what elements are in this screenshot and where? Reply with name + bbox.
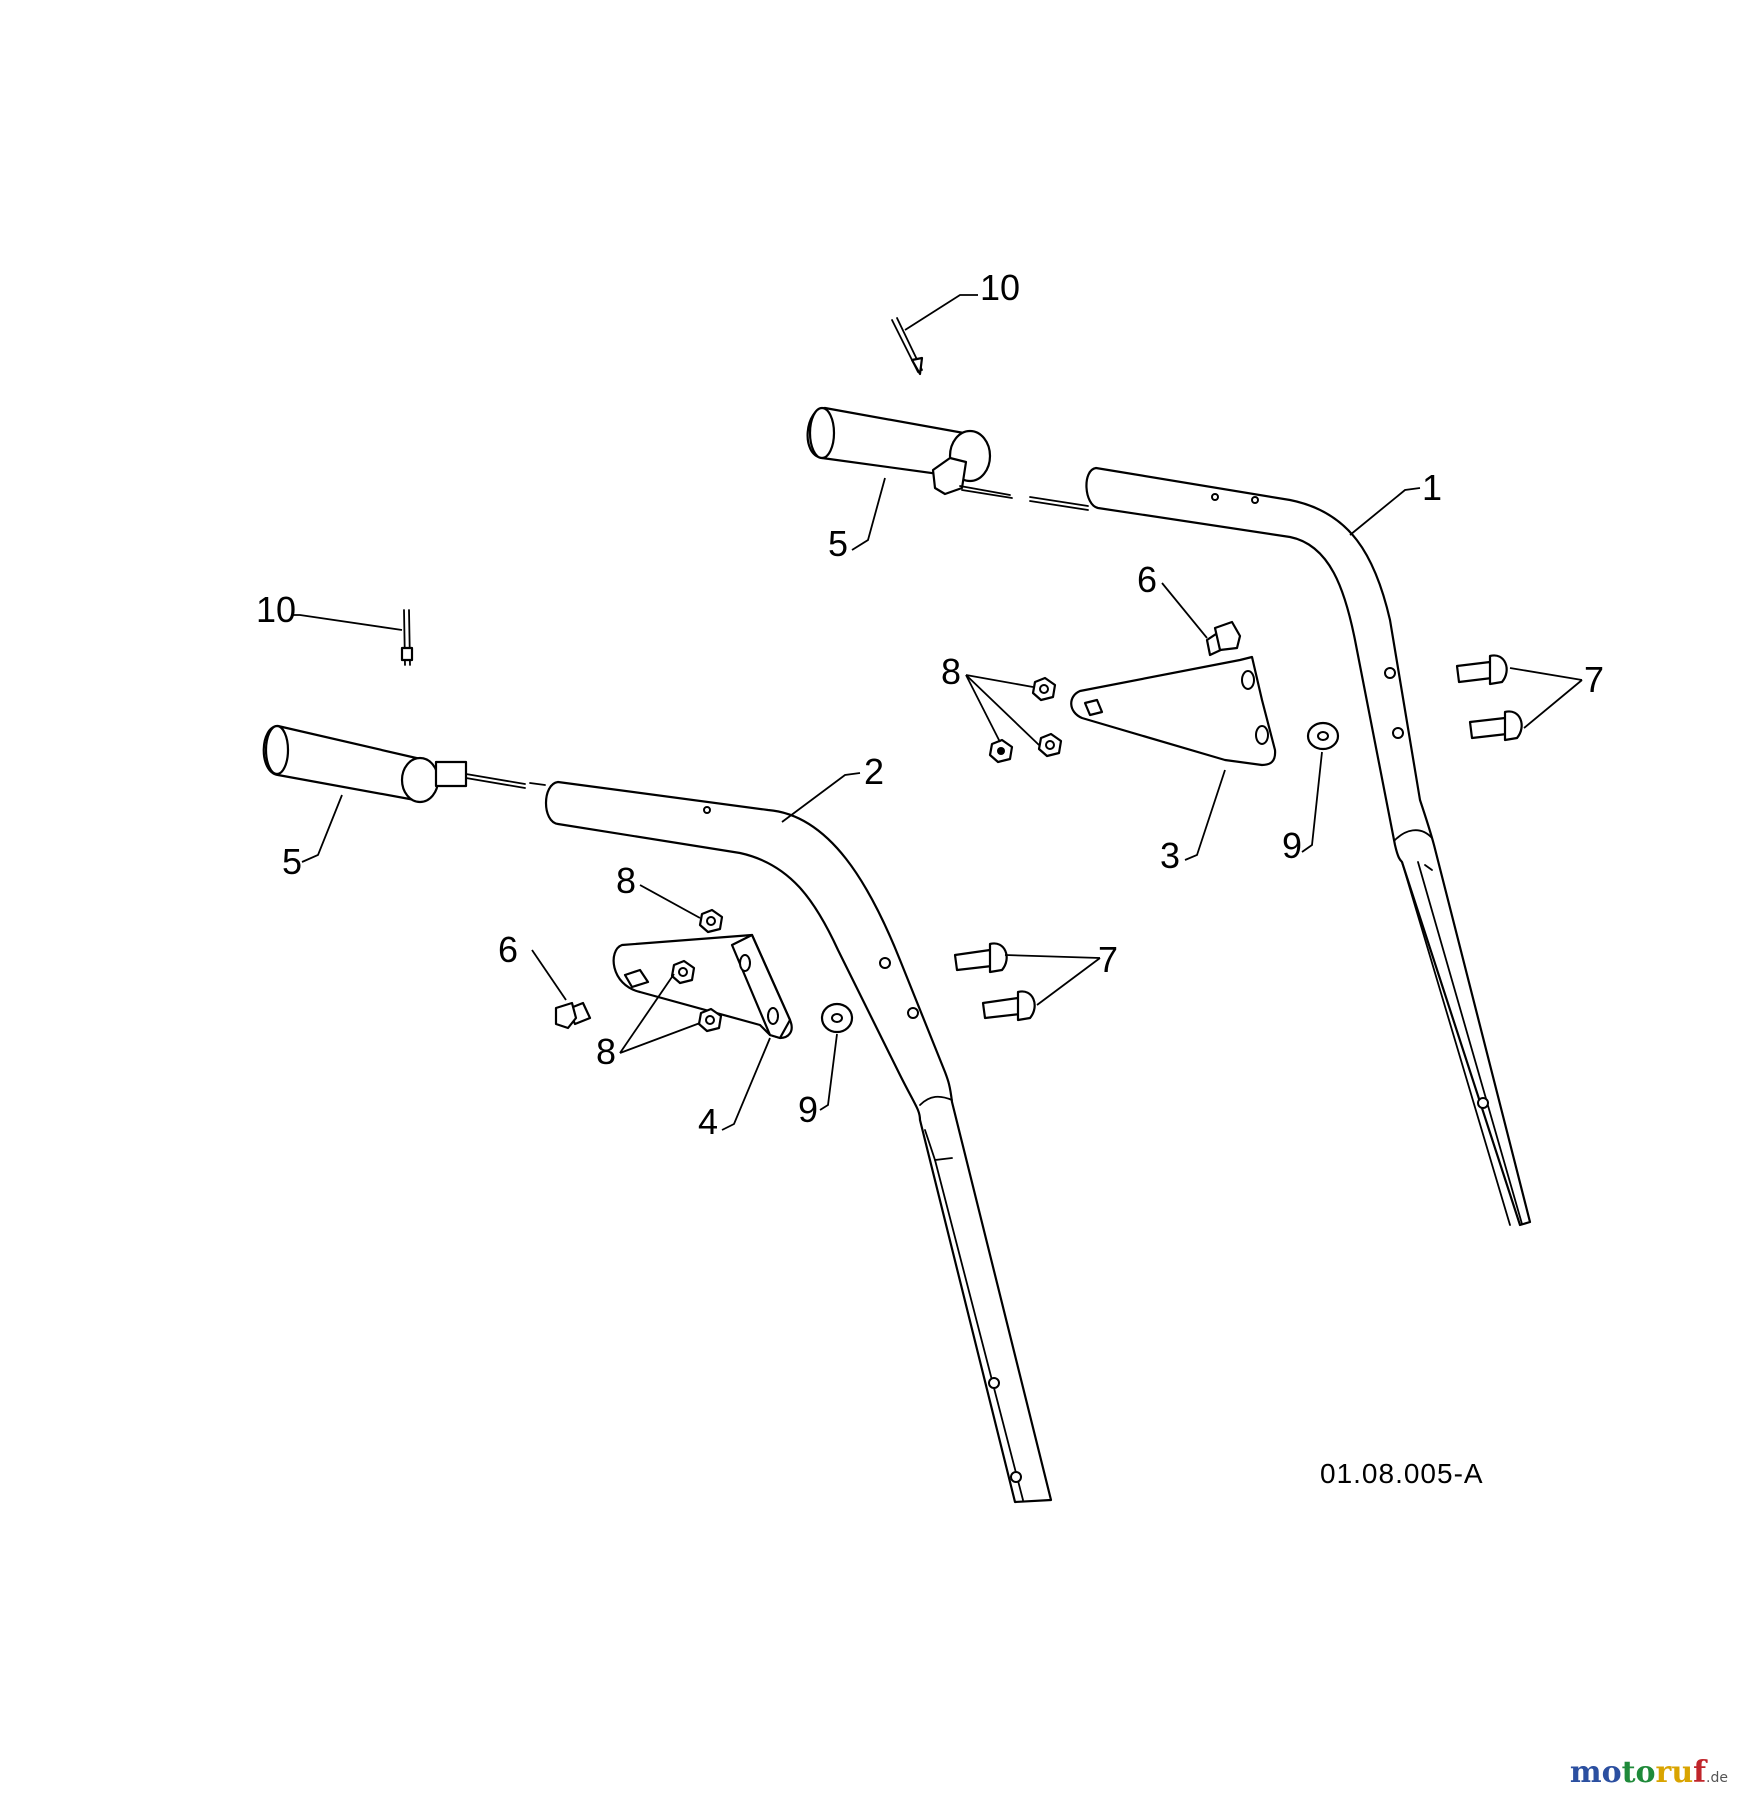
bracket-right-part-3: [1070, 655, 1277, 767]
callout-8-lower-bottom: 8: [596, 1031, 616, 1072]
callout-10-lower: 10: [256, 589, 296, 630]
callout-2: 2: [864, 751, 884, 792]
callout-7-lower: 7: [1098, 939, 1118, 980]
bolt-lower-part-6: [554, 1001, 592, 1030]
grip-lower-part-5: [262, 724, 546, 804]
callout-1: 1: [1422, 467, 1442, 508]
pin-upper-part-10: [891, 317, 924, 376]
grip-upper-part-5: [806, 406, 1089, 511]
callout-5-lower: 5: [282, 841, 302, 882]
callout-8-lower-top: 8: [616, 860, 636, 901]
callout-6-lower: 6: [498, 929, 518, 970]
callout-9-upper: 9: [1282, 825, 1302, 866]
washer-upper-part-9: [1306, 721, 1340, 751]
logo-part4: f: [1693, 1755, 1707, 1790]
bolt-pair-upper-part-7: [1455, 654, 1523, 742]
callout-labels: 10 5 1 10 5 2 6 8 7 3 9 8 6 7 8 4 9: [256, 267, 1604, 1142]
callout-3: 3: [1160, 835, 1180, 876]
callout-6-upper: 6: [1137, 559, 1157, 600]
callout-10-upper: 10: [980, 267, 1020, 308]
nuts-upper-part-8: [988, 676, 1063, 764]
callout-4: 4: [698, 1101, 718, 1142]
bolt-pair-lower-part-7: [953, 942, 1036, 1022]
bracket-left-part-4: [612, 933, 793, 1040]
logo-part1: mo: [1569, 1755, 1622, 1790]
callout-9-lower: 9: [798, 1089, 818, 1130]
logo-tld: .de: [1706, 1770, 1728, 1786]
callout-7-upper: 7: [1584, 659, 1604, 700]
logo-part2: to: [1621, 1755, 1656, 1790]
washer-lower-part-9: [820, 1002, 854, 1034]
motoruf-logo: motoruf.de: [1570, 1755, 1728, 1790]
bolt-upper-part-6: [1205, 620, 1242, 657]
leader-lines: [292, 294, 1583, 1131]
upper-handle-part-1: [1085, 466, 1532, 1227]
lower-handle-part-2: [545, 780, 1053, 1504]
callout-8-upper: 8: [941, 651, 961, 692]
callout-5-upper: 5: [828, 523, 848, 564]
drawing-code: 01.08.005-A: [1320, 1458, 1484, 1489]
pin-lower-part-10: [400, 609, 414, 666]
logo-part3: ru: [1655, 1755, 1694, 1790]
